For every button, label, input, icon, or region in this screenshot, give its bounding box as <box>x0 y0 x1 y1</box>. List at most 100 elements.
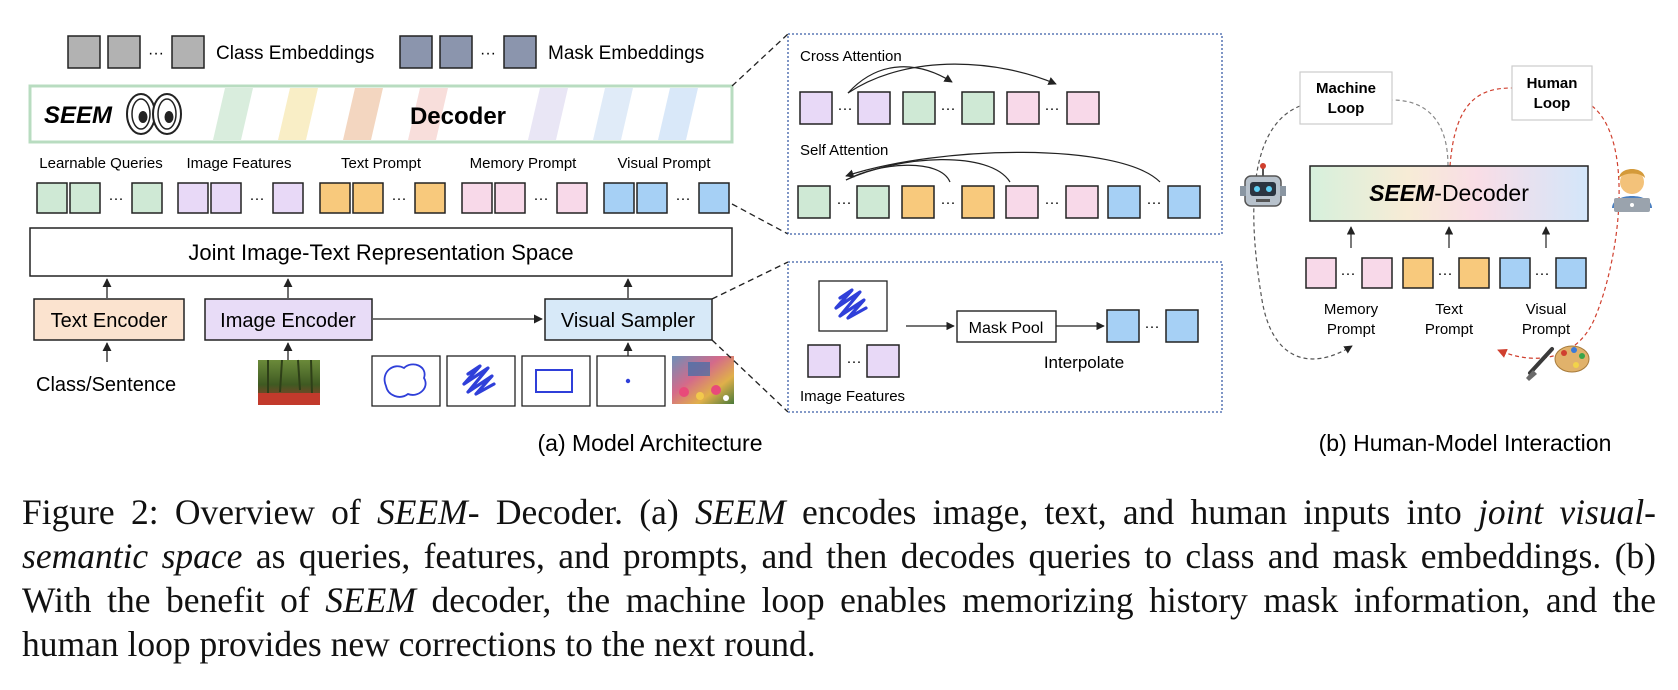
sampler-image-features-label: Image Features <box>800 388 905 405</box>
ellipsis: ··· <box>392 190 407 207</box>
decoder-bar-stripes <box>213 88 698 140</box>
scribble-icon <box>834 288 868 320</box>
self-token <box>856 185 890 219</box>
seem-brand: SEEM <box>44 102 113 129</box>
ellipsis: ··· <box>1045 100 1060 117</box>
text-prompt-label: Text Prompt <box>341 155 422 172</box>
visual-prompt-label: Visual Prompt <box>617 155 711 172</box>
svg-text:···: ··· <box>148 45 164 62</box>
decoder-zoom-line-bottom <box>731 203 789 235</box>
token-square <box>177 182 209 214</box>
ellipsis: ··· <box>941 100 956 117</box>
attention-panel: Cross Attention Self Attention ··· ··· ···… <box>787 33 1223 235</box>
sampler-zoom-line-top <box>711 261 789 300</box>
interaction-token <box>1402 257 1434 289</box>
class-embeddings-legend: ··· Class Embeddings <box>67 35 374 69</box>
class-embeddings-label: Class Embeddings <box>216 43 374 64</box>
scribble-prompt-icon <box>462 364 496 396</box>
cross-attention-label: Cross Attention <box>800 48 902 65</box>
token-groups: Learnable Queries Image Features Text Pr… <box>36 155 730 214</box>
cross-attention-row: ········· <box>799 91 1100 125</box>
interaction-token <box>1458 257 1490 289</box>
self-token <box>797 185 831 219</box>
cross-token <box>1006 91 1040 125</box>
cross-token <box>961 91 995 125</box>
int-visual-prompt-line2: Prompt <box>1522 321 1571 338</box>
subcaption-a: (a) Model Architecture <box>538 430 763 456</box>
int-memory-prompt-line2: Prompt <box>1327 321 1376 338</box>
human-loop-label-line2: Loop <box>1534 95 1571 112</box>
interpolate-label: Interpolate <box>1044 353 1124 372</box>
token-square <box>414 182 446 214</box>
mask-pool-label: Mask Pool <box>969 320 1044 337</box>
token-square <box>210 182 242 214</box>
ellipsis: ··· <box>1045 194 1060 211</box>
token-square <box>698 182 730 214</box>
ellipsis: ··· <box>837 194 852 211</box>
eyes-icon <box>126 93 182 135</box>
image-features-label: Image Features <box>186 155 291 172</box>
learnable-queries-label: Learnable Queries <box>39 155 162 172</box>
human-loop-box <box>1511 65 1593 121</box>
token-square <box>556 182 588 214</box>
token-square <box>636 182 668 214</box>
cross-token <box>1066 91 1100 125</box>
decoder-bar: SEEM Decoder <box>28 84 734 144</box>
ellipsis: ··· <box>676 190 691 207</box>
class-sentence-label: Class/Sentence <box>36 374 176 396</box>
int-text-prompt-line2: Prompt <box>1425 321 1474 338</box>
ellipsis: ··· <box>941 194 956 211</box>
ellipsis: ··· <box>1438 265 1453 282</box>
token-square <box>36 182 68 214</box>
ellipsis: ··· <box>250 190 265 207</box>
cross-token <box>857 91 891 125</box>
garden-thumbnail <box>672 356 734 404</box>
cross-token <box>902 91 936 125</box>
int-text-prompt-line1: Text <box>1435 301 1463 318</box>
person-icon <box>1612 169 1652 212</box>
subcaption-b: (b) Human-Model Interaction <box>1319 430 1612 456</box>
token-square <box>319 182 351 214</box>
machine-loop-curve <box>1253 105 1353 360</box>
robot-icon <box>1240 163 1286 207</box>
self-token <box>1107 185 1141 219</box>
interaction-token <box>1305 257 1337 289</box>
joint-space-label: Joint Image-Text Representation Space <box>188 240 573 265</box>
int-memory-prompt-line1: Memory <box>1324 301 1379 318</box>
self-token <box>901 185 935 219</box>
joint-space-box <box>29 227 733 277</box>
visual-prompt-thumbnails <box>371 355 734 407</box>
interaction-panel: Machine Loop Human Loop SEEM-Decoder ···… <box>1240 65 1652 381</box>
interaction-token <box>1499 257 1531 289</box>
token-square <box>272 182 304 214</box>
forest-thumbnail <box>258 359 320 405</box>
sampler-zoom-line-bottom <box>711 339 789 413</box>
interaction-token <box>1555 257 1587 289</box>
box-prompt-icon <box>535 369 573 393</box>
memory-prompt-label: Memory Prompt <box>470 155 578 172</box>
mask-embeddings-legend: ··· Mask Embeddings <box>399 35 704 69</box>
token-square <box>352 182 384 214</box>
self-attention-row: ············ <box>797 185 1201 219</box>
image-encoder-box <box>204 298 373 341</box>
svg-text:···: ··· <box>480 45 496 62</box>
self-attention-label: Self Attention <box>800 142 888 159</box>
text-encoder-box <box>33 298 185 341</box>
token-square <box>494 182 526 214</box>
sampler-panel: ··· Image Features Mask Pool ··· Interpo… <box>787 261 1223 413</box>
int-visual-prompt-line1: Visual <box>1526 301 1567 318</box>
self-token <box>1065 185 1099 219</box>
token-square <box>603 182 635 214</box>
self-token <box>1167 185 1201 219</box>
token-square <box>131 182 163 214</box>
text-encoder-label: Text Encoder <box>51 310 168 332</box>
seem-decoder-label: SEEM-Decoder <box>1369 180 1529 206</box>
machine-loop-box <box>1299 71 1393 125</box>
svg-text:···: ··· <box>1145 318 1160 335</box>
seem-decoder-box <box>1309 165 1589 222</box>
self-token <box>1005 185 1039 219</box>
machine-loop-label-line1: Machine <box>1316 80 1376 97</box>
polygon-prompt-icon <box>383 363 427 398</box>
cross-token <box>799 91 833 125</box>
architecture-figure: ··· Class Embeddings ··· Mask Embeddings… <box>28 33 1652 456</box>
